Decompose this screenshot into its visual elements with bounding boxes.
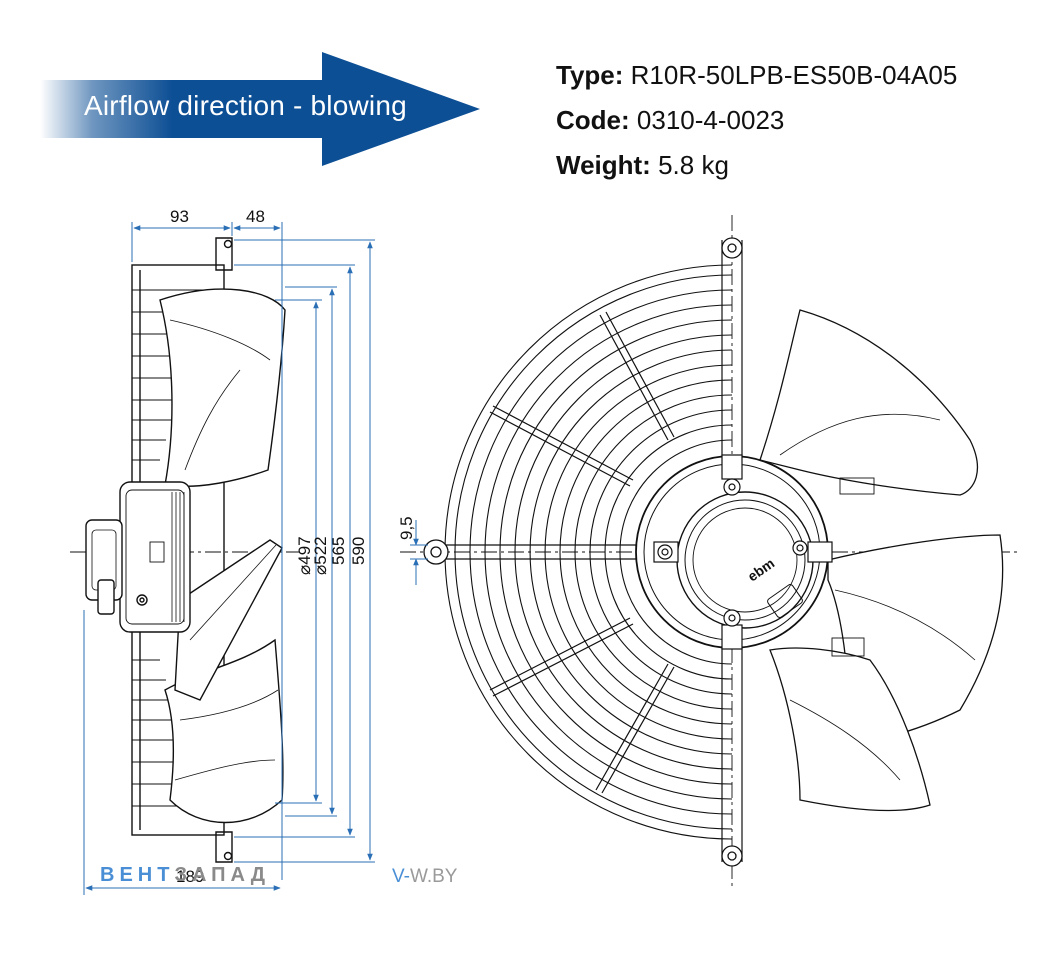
front-bottom-mount: [721, 845, 743, 867]
side-motor-body: [119, 481, 191, 633]
front-offset-dimension: [410, 520, 428, 585]
watermark-brand-part2: ЗАПАД: [174, 864, 270, 886]
dim-48: 48: [246, 207, 265, 226]
airflow-arrow: [40, 52, 480, 166]
spec-weight: Weight: 5.8 kg: [556, 150, 729, 181]
spec-weight-label: Weight:: [556, 150, 651, 180]
spec-code: Code: 0310-4-0023: [556, 105, 784, 136]
spec-code-value: 0310-4-0023: [636, 105, 785, 135]
side-blade-middle: [174, 539, 283, 701]
watermark-site-prefix: V-: [392, 866, 410, 887]
spec-type-label: Type:: [556, 60, 624, 90]
spec-type-value: R10R-50LPB-ES50B-04A05: [630, 60, 958, 90]
front-left-mount: [423, 539, 449, 565]
front-top-mount: [721, 237, 743, 259]
dim-189: 189: [176, 867, 204, 886]
spec-weight-value: 5.8 kg: [658, 150, 729, 180]
side-dimensions: [83, 222, 375, 895]
dim-522: ⌀522: [311, 536, 330, 575]
dim-565: 565: [329, 537, 348, 565]
arrow-shape: [40, 52, 480, 166]
side-blade-upper: [159, 288, 286, 488]
watermark-site-domain: W.BY: [409, 866, 458, 887]
front-motor-bolts: [653, 454, 833, 650]
dim-497: ⌀497: [295, 536, 314, 575]
dim-590: 590: [349, 537, 368, 565]
spec-code-label: Code:: [556, 105, 630, 135]
watermark-brand: ВЕНТЗАПАД: [100, 864, 270, 887]
airflow-direction-label: Airflow direction - blowing: [84, 90, 407, 121]
watermark-site: V-W.BY: [392, 866, 457, 888]
watermark-brand-part1: ВЕНТ: [100, 864, 175, 886]
dim-93: 93: [170, 207, 189, 226]
side-cable-gland: [97, 579, 115, 615]
front-view: ebm: [400, 215, 1020, 890]
dim-9-5: 9,5: [397, 516, 416, 540]
side-bottom-lug: [215, 831, 233, 863]
front-guard-struts: [440, 240, 743, 862]
side-top-lug: [215, 237, 233, 271]
spec-type: Type: R10R-50LPB-ES50B-04A05: [556, 60, 957, 91]
side-motor-fins: [171, 492, 185, 622]
front-blade-top: [759, 309, 979, 496]
front-blade-bottom: [769, 647, 931, 812]
side-view: [70, 237, 300, 863]
